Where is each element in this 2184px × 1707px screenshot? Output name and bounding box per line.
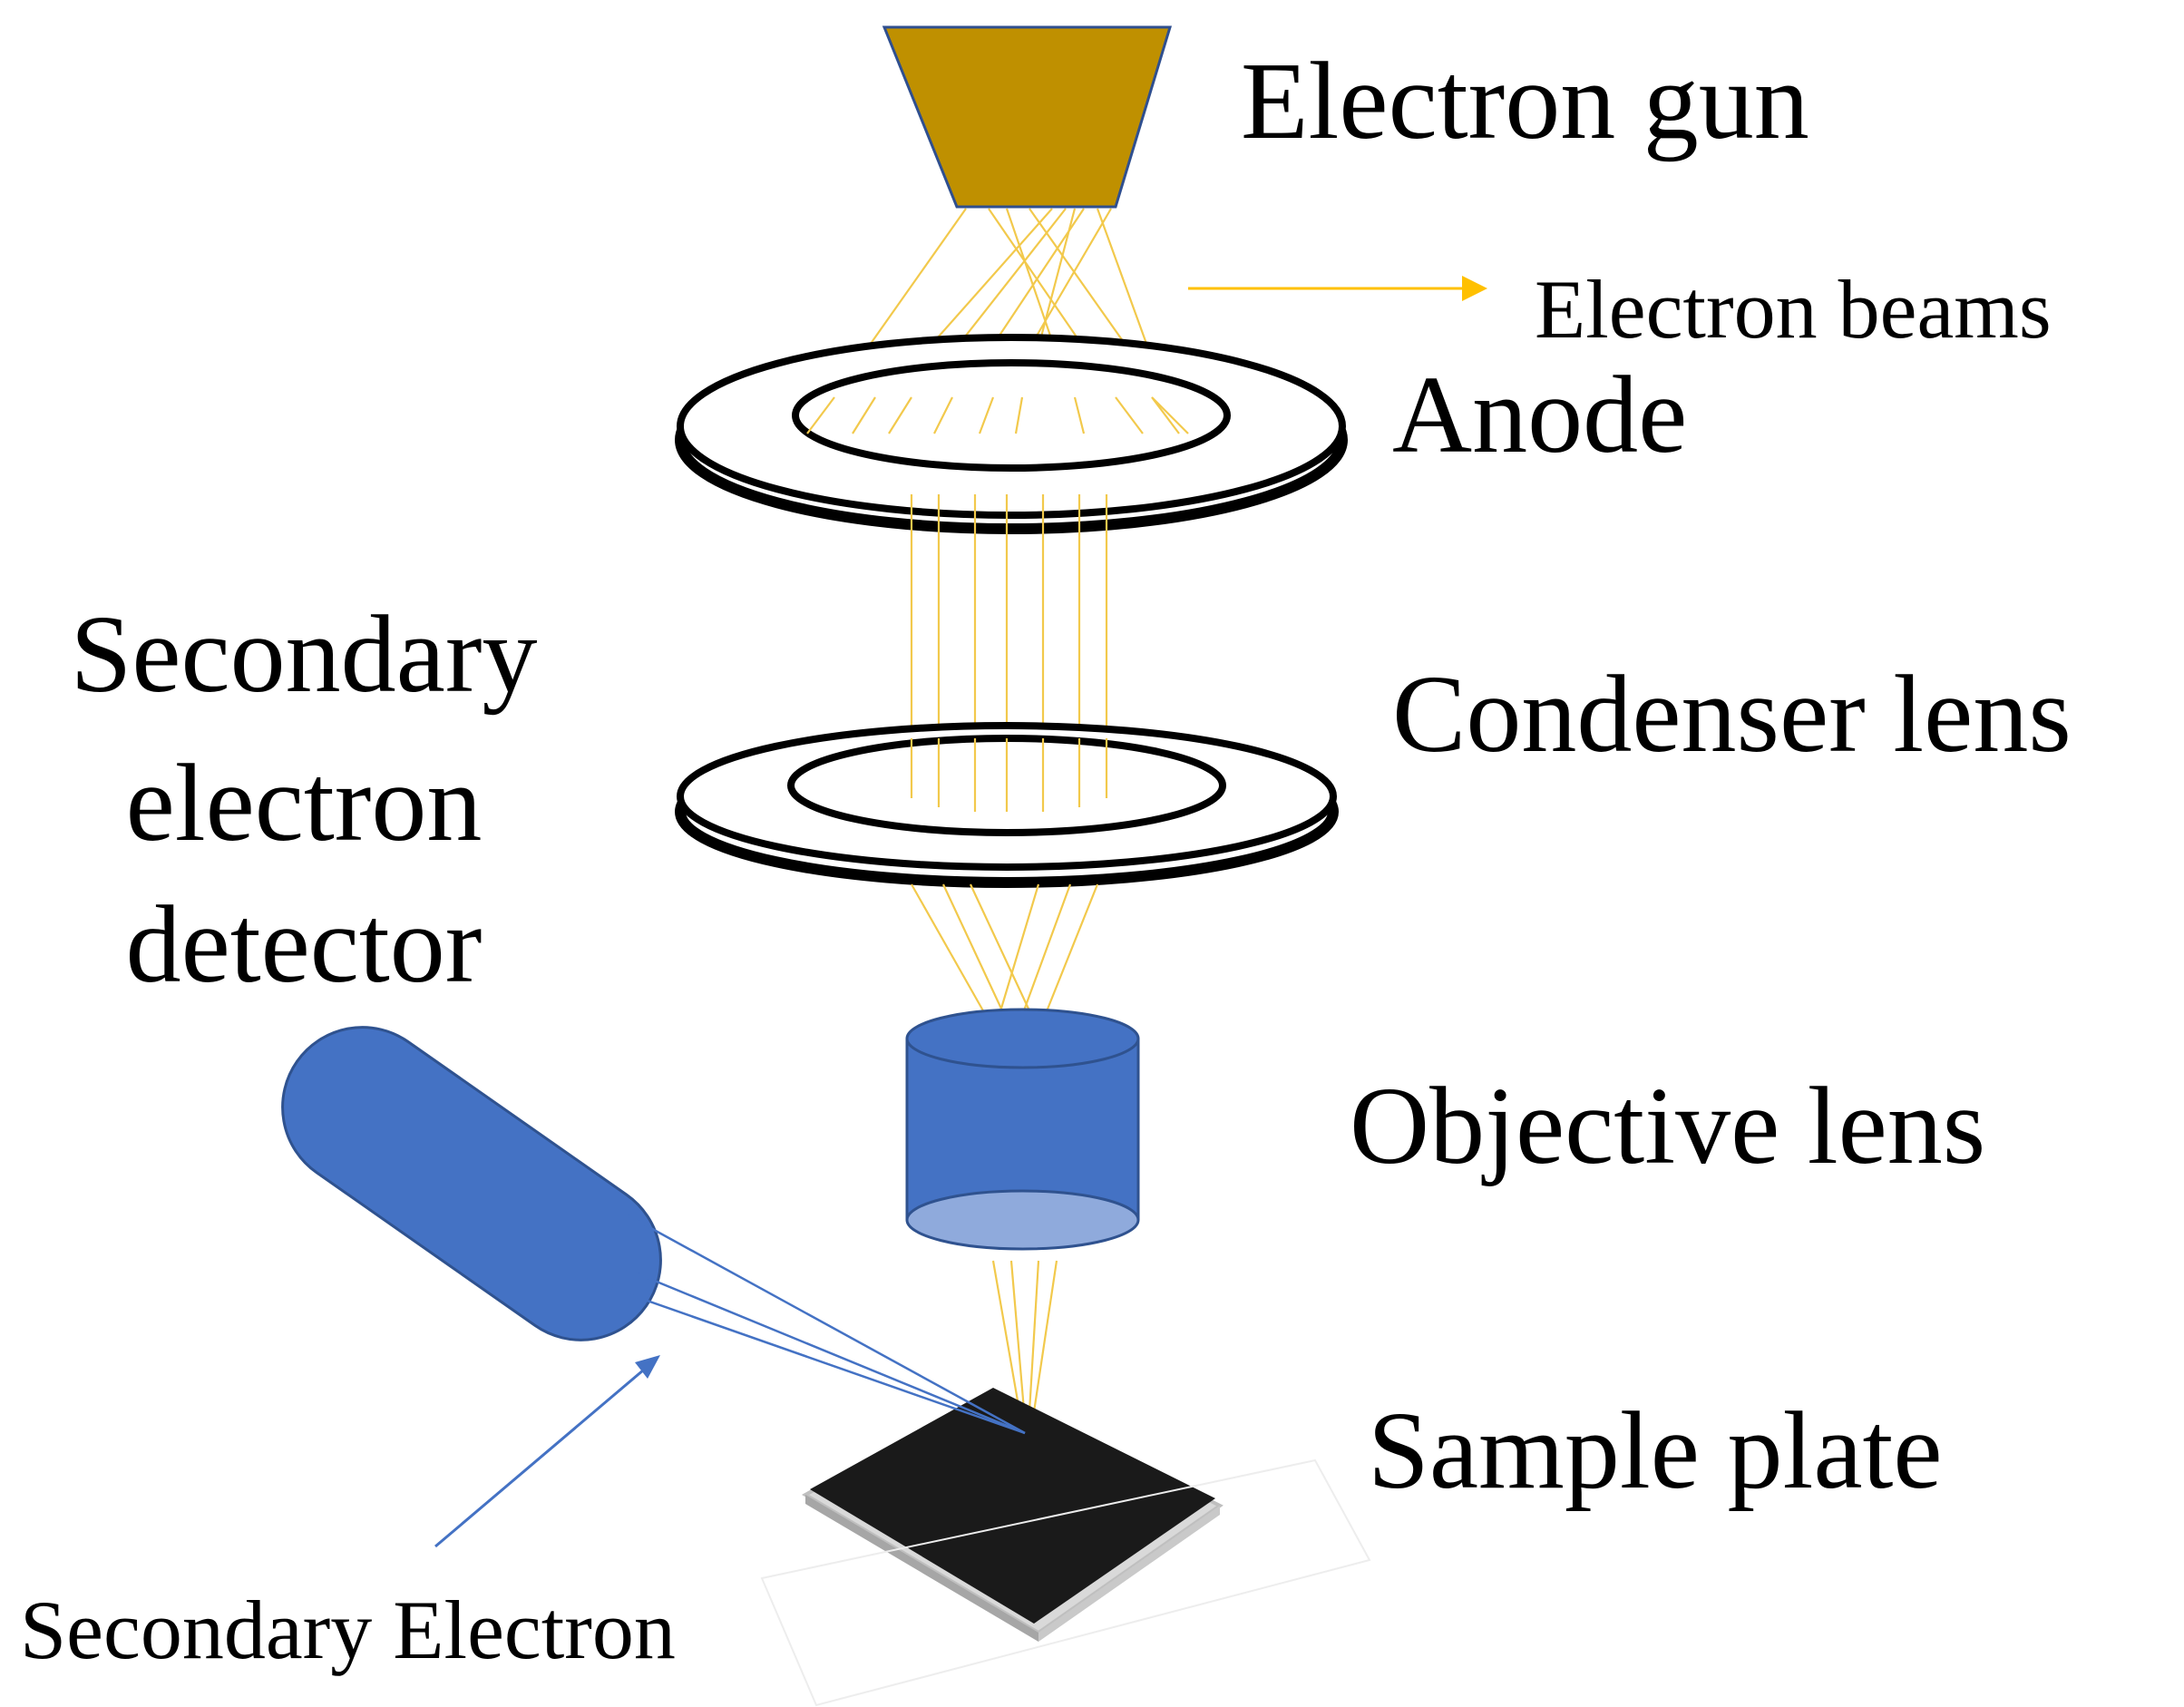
electron-beams-arrowhead <box>1462 276 1487 301</box>
label-condenser-lens: Condenser lens <box>1392 653 2072 775</box>
label-detector-line-1: Secondary <box>71 593 538 716</box>
secondary-electron-arrowhead <box>635 1355 660 1379</box>
objective-lens-cylinder <box>905 1008 1140 1251</box>
electron-beams-condenser-pass <box>910 738 1108 812</box>
label-sample-plate: Sample plate <box>1368 1390 1943 1512</box>
label-electron-gun: Electron gun <box>1241 40 1809 162</box>
label-objective-lens: Objective lens <box>1350 1065 1985 1187</box>
secondary-electron-paths <box>584 1214 1026 1435</box>
secondary-electron-detector <box>281 1026 662 1341</box>
label-detector-line-2: electron <box>126 742 483 864</box>
sample-plate <box>801 1388 1224 1642</box>
electron-beams-anode-pass <box>806 396 1189 434</box>
label-secondary-electron: Secondary Electron <box>20 1584 676 1676</box>
label-detector-line-3: detector <box>126 883 483 1006</box>
electron-gun-shape <box>882 25 1173 209</box>
sample-plate-shadow-outline <box>760 1458 1371 1707</box>
secondary-electron-arrow <box>434 1368 645 1548</box>
electron-beams-converging <box>911 883 1099 1021</box>
label-electron-beams: Electron beams <box>1535 263 2052 356</box>
label-anode: Anode <box>1392 354 1687 476</box>
anode-ring <box>675 334 1348 534</box>
